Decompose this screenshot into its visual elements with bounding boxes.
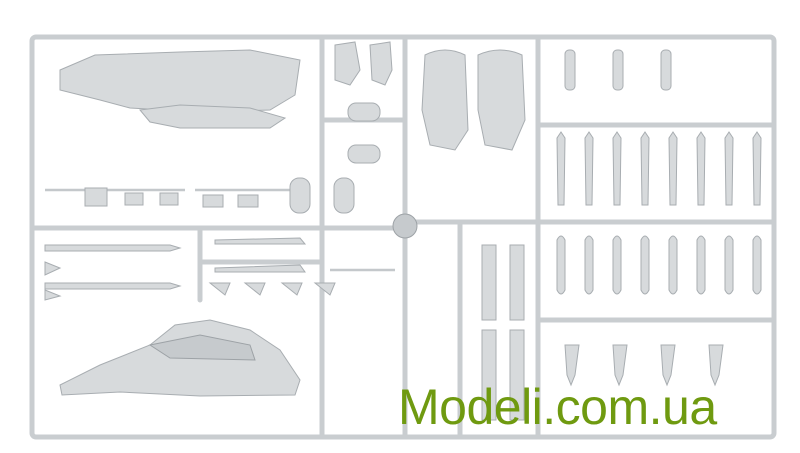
missiles-left (44, 244, 182, 301)
fuselage-half-top (59, 49, 301, 129)
missile-part (584, 131, 594, 206)
pylon-part (708, 344, 724, 387)
bomb-part (612, 49, 624, 91)
missile-part (696, 131, 706, 206)
nacelles (421, 49, 526, 151)
pylon-part (660, 344, 676, 387)
tubes-center (481, 244, 525, 421)
pod-part (584, 235, 594, 295)
missile-part (612, 131, 622, 206)
wing-parts-center (208, 237, 336, 296)
pod-part (696, 235, 706, 295)
pod-part (752, 235, 762, 295)
pod-part (724, 235, 734, 295)
missile-part (640, 131, 650, 206)
seats-center (334, 41, 393, 164)
fuselage-half-bottom (59, 319, 301, 397)
missile-part (724, 131, 734, 206)
missiles-right (556, 49, 762, 387)
sprue-gate-hub (392, 213, 418, 239)
pod-part (640, 235, 650, 295)
pod-part (612, 235, 622, 295)
missile-part (556, 131, 566, 206)
pod-part (556, 235, 566, 295)
sprue-frame (29, 34, 777, 440)
pod-part (668, 235, 678, 295)
bomb-part (564, 49, 576, 91)
pylon-part (612, 344, 628, 387)
missile-part (668, 131, 678, 206)
small-parts-left (84, 177, 355, 214)
missile-part (752, 131, 762, 206)
bomb-part (660, 49, 672, 91)
watermark: Modeli.com.ua (398, 379, 717, 435)
pylon-part (564, 344, 580, 387)
